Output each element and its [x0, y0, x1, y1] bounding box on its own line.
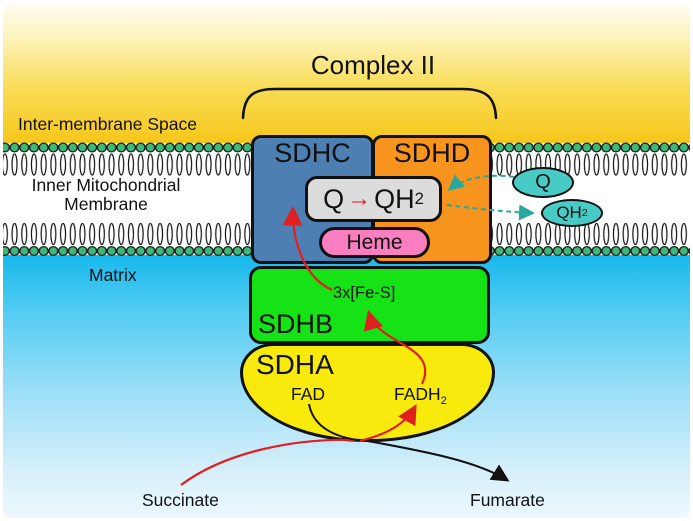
lipid-leaflet-bottom-right [490, 221, 691, 257]
sdhb-label: SDHB [258, 309, 334, 339]
reaction-qh-text: QH [374, 183, 415, 214]
reaction-q-text: Q [323, 183, 345, 214]
succinate-label: Succinate [142, 490, 219, 510]
sdhc-label: SDHC [274, 138, 351, 168]
intermembrane-space-label: Inter-membrane Space [18, 114, 197, 134]
fumarate-label: Fumarate [470, 490, 545, 510]
lipid-leaflet-top-left [2, 141, 251, 177]
heme-pill: Heme [319, 227, 430, 258]
inner-membrane-label-line2: Membrane [64, 194, 148, 214]
figure-title: Complex II [310, 50, 436, 80]
matrix-label: Matrix [89, 265, 137, 285]
iron-sulfur-clusters-label: 3x[Fe-S] [333, 284, 396, 302]
inner-membrane-label-line1: Inner Mitochondrial [31, 175, 181, 195]
fad-label: FAD [291, 384, 326, 404]
lipid-leaflet-bottom-left [2, 221, 251, 257]
sdhd-label: SDHD [393, 138, 471, 168]
sdha-label: SDHA [256, 349, 334, 380]
q-oval-label: Q [535, 171, 551, 193]
fadh2-base-text: FADH [394, 384, 441, 404]
fadh2-subscript: 2 [440, 394, 447, 407]
qh2-oval-subscript: 2 [581, 207, 588, 219]
qh2-oval-label: QH [556, 203, 582, 222]
q-oval: Q [512, 167, 574, 198]
heme-label: Heme [346, 230, 403, 254]
inner-membrane-label: Inner Mitochondrial Membrane [25, 176, 187, 214]
reaction-qh-subscript: 2 [414, 189, 424, 208]
reaction-arrow-glyph: → [347, 185, 372, 212]
fadh2-label: FADH2 [394, 384, 447, 407]
